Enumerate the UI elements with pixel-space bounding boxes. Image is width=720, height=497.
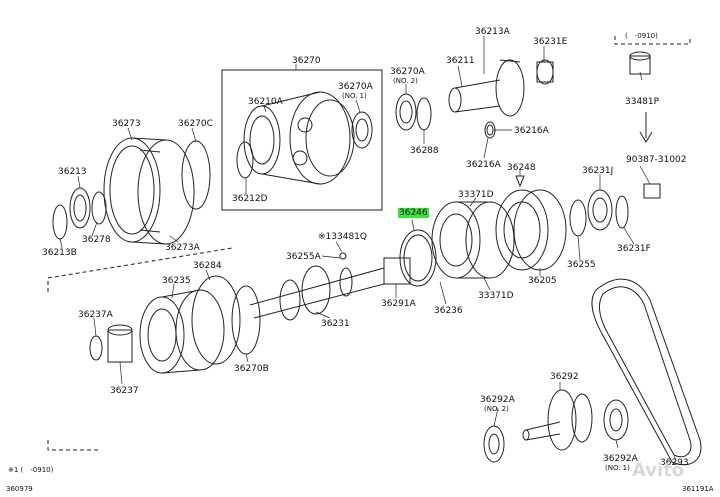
label-36270A-no2: 36270A bbox=[390, 67, 425, 77]
drive-chain-36293 bbox=[591, 278, 702, 466]
bearing-36231E bbox=[536, 59, 554, 85]
needle-bearing-36291A bbox=[383, 257, 411, 285]
snap-ring-36213B bbox=[52, 204, 68, 240]
diagram-code-right: 361191A bbox=[682, 485, 714, 493]
label-36231E: 36231E bbox=[533, 37, 568, 47]
label-36237A: 36237A bbox=[78, 310, 113, 320]
bearing-36270A-no1 bbox=[351, 111, 373, 149]
bushing-33481P bbox=[629, 55, 651, 75]
label-36211: 36211 bbox=[446, 56, 475, 66]
snap-ring-36212D bbox=[236, 141, 254, 179]
ball-133481Q bbox=[339, 252, 347, 260]
bearing-36231J bbox=[587, 189, 613, 231]
label-36270C: 36270C bbox=[178, 119, 213, 129]
label-36270A-no1: 36270A bbox=[338, 82, 373, 92]
label-36213A: 36213A bbox=[475, 27, 510, 37]
leader-lines bbox=[59, 36, 677, 461]
label-0910-top: ( -0910) bbox=[625, 32, 658, 40]
planet-carrier-36210A bbox=[243, 91, 355, 185]
label-36273: 36273 bbox=[112, 119, 141, 129]
label-36292A-no2: 36292A bbox=[480, 395, 515, 405]
label-36236: 36236 bbox=[434, 306, 463, 316]
label-33371D: 33371D bbox=[458, 190, 494, 200]
group-box-36270 bbox=[221, 69, 383, 211]
label-36231: 36231 bbox=[321, 319, 350, 329]
bearing-36213 bbox=[69, 187, 91, 229]
sprocket-36292 bbox=[522, 389, 593, 451]
label-33481P: 33481P bbox=[625, 97, 660, 107]
arrow-down bbox=[639, 112, 653, 143]
label-36216A-2: 36216A bbox=[466, 160, 501, 170]
label-36293: 36293 bbox=[660, 458, 689, 468]
label-36291A: 36291A bbox=[381, 299, 416, 309]
label-36288: 36288 bbox=[410, 146, 439, 156]
label-36292: 36292 bbox=[550, 372, 579, 382]
label-36255A: 36255A bbox=[286, 252, 321, 262]
snap-ring-36231F bbox=[615, 195, 629, 229]
label-36292A-no2-sub: (NO. 2) bbox=[484, 405, 509, 413]
label-90387-31002: 90387-31002 bbox=[626, 155, 687, 165]
label-36231F: 36231F bbox=[617, 244, 651, 254]
bearing-36292A-no1 bbox=[603, 399, 629, 441]
label-133481Q: ※133481Q bbox=[318, 232, 367, 242]
label-36212D: 36212D bbox=[232, 194, 268, 204]
diagram-code-left: 360979 bbox=[6, 485, 33, 493]
label-36270A-no1-sub: (NO. 1) bbox=[342, 92, 367, 100]
ring-36255 bbox=[569, 199, 587, 237]
label-36292A-no1: 36292A bbox=[603, 454, 638, 464]
bearing-36270A-no2 bbox=[395, 93, 417, 131]
label-36205: 36205 bbox=[528, 276, 557, 286]
ring-36288 bbox=[416, 97, 432, 131]
main-shaft-36231 bbox=[249, 265, 385, 321]
label-36255: 36255 bbox=[567, 260, 596, 270]
label-36270B: 36270B bbox=[234, 364, 269, 374]
label-36237: 36237 bbox=[110, 386, 139, 396]
label-36270: 36270 bbox=[292, 56, 321, 66]
label-33371D-2: 33371D bbox=[478, 291, 514, 301]
dashed-bracket-top bbox=[614, 36, 691, 45]
label-36284: 36284 bbox=[193, 261, 222, 271]
watermark-avito: Avito bbox=[632, 460, 685, 481]
label-36292A-no1-sub: (NO. 1) bbox=[605, 464, 630, 472]
label-36235: 36235 bbox=[162, 276, 191, 286]
sleeve-gear-36235 bbox=[139, 275, 241, 374]
footnote: ※1 ( -0910) bbox=[8, 466, 54, 474]
dashed-bracket-bottom bbox=[47, 440, 100, 451]
label-36270A-no2-sub: (NO. 2) bbox=[393, 77, 418, 85]
ring-gear-36273 bbox=[103, 137, 195, 245]
pin-36248 bbox=[515, 175, 525, 188]
label-36278: 36278 bbox=[82, 235, 111, 245]
bushing-90387 bbox=[643, 183, 661, 199]
clutch-hub-33371D bbox=[431, 189, 567, 279]
bearing-36292A-no2 bbox=[483, 425, 505, 463]
snap-ring-36270B bbox=[231, 285, 261, 355]
label-36216A: 36216A bbox=[514, 126, 549, 136]
label-36213B: 36213B bbox=[42, 248, 77, 258]
dashed-bracket-left bbox=[47, 247, 233, 292]
ring-36278 bbox=[91, 191, 107, 225]
snap-ring-36270C bbox=[181, 140, 211, 210]
shaft-36211 bbox=[448, 59, 525, 117]
label-36213: 36213 bbox=[58, 167, 87, 177]
label-36210A: 36210A bbox=[248, 97, 283, 107]
label-36231J: 36231J bbox=[582, 166, 614, 176]
label-36273A: 36273A bbox=[165, 243, 200, 253]
snap-ring-36237A bbox=[89, 335, 103, 361]
label-36248: 36248 bbox=[507, 163, 536, 173]
label-36246: 36246 bbox=[398, 208, 429, 218]
